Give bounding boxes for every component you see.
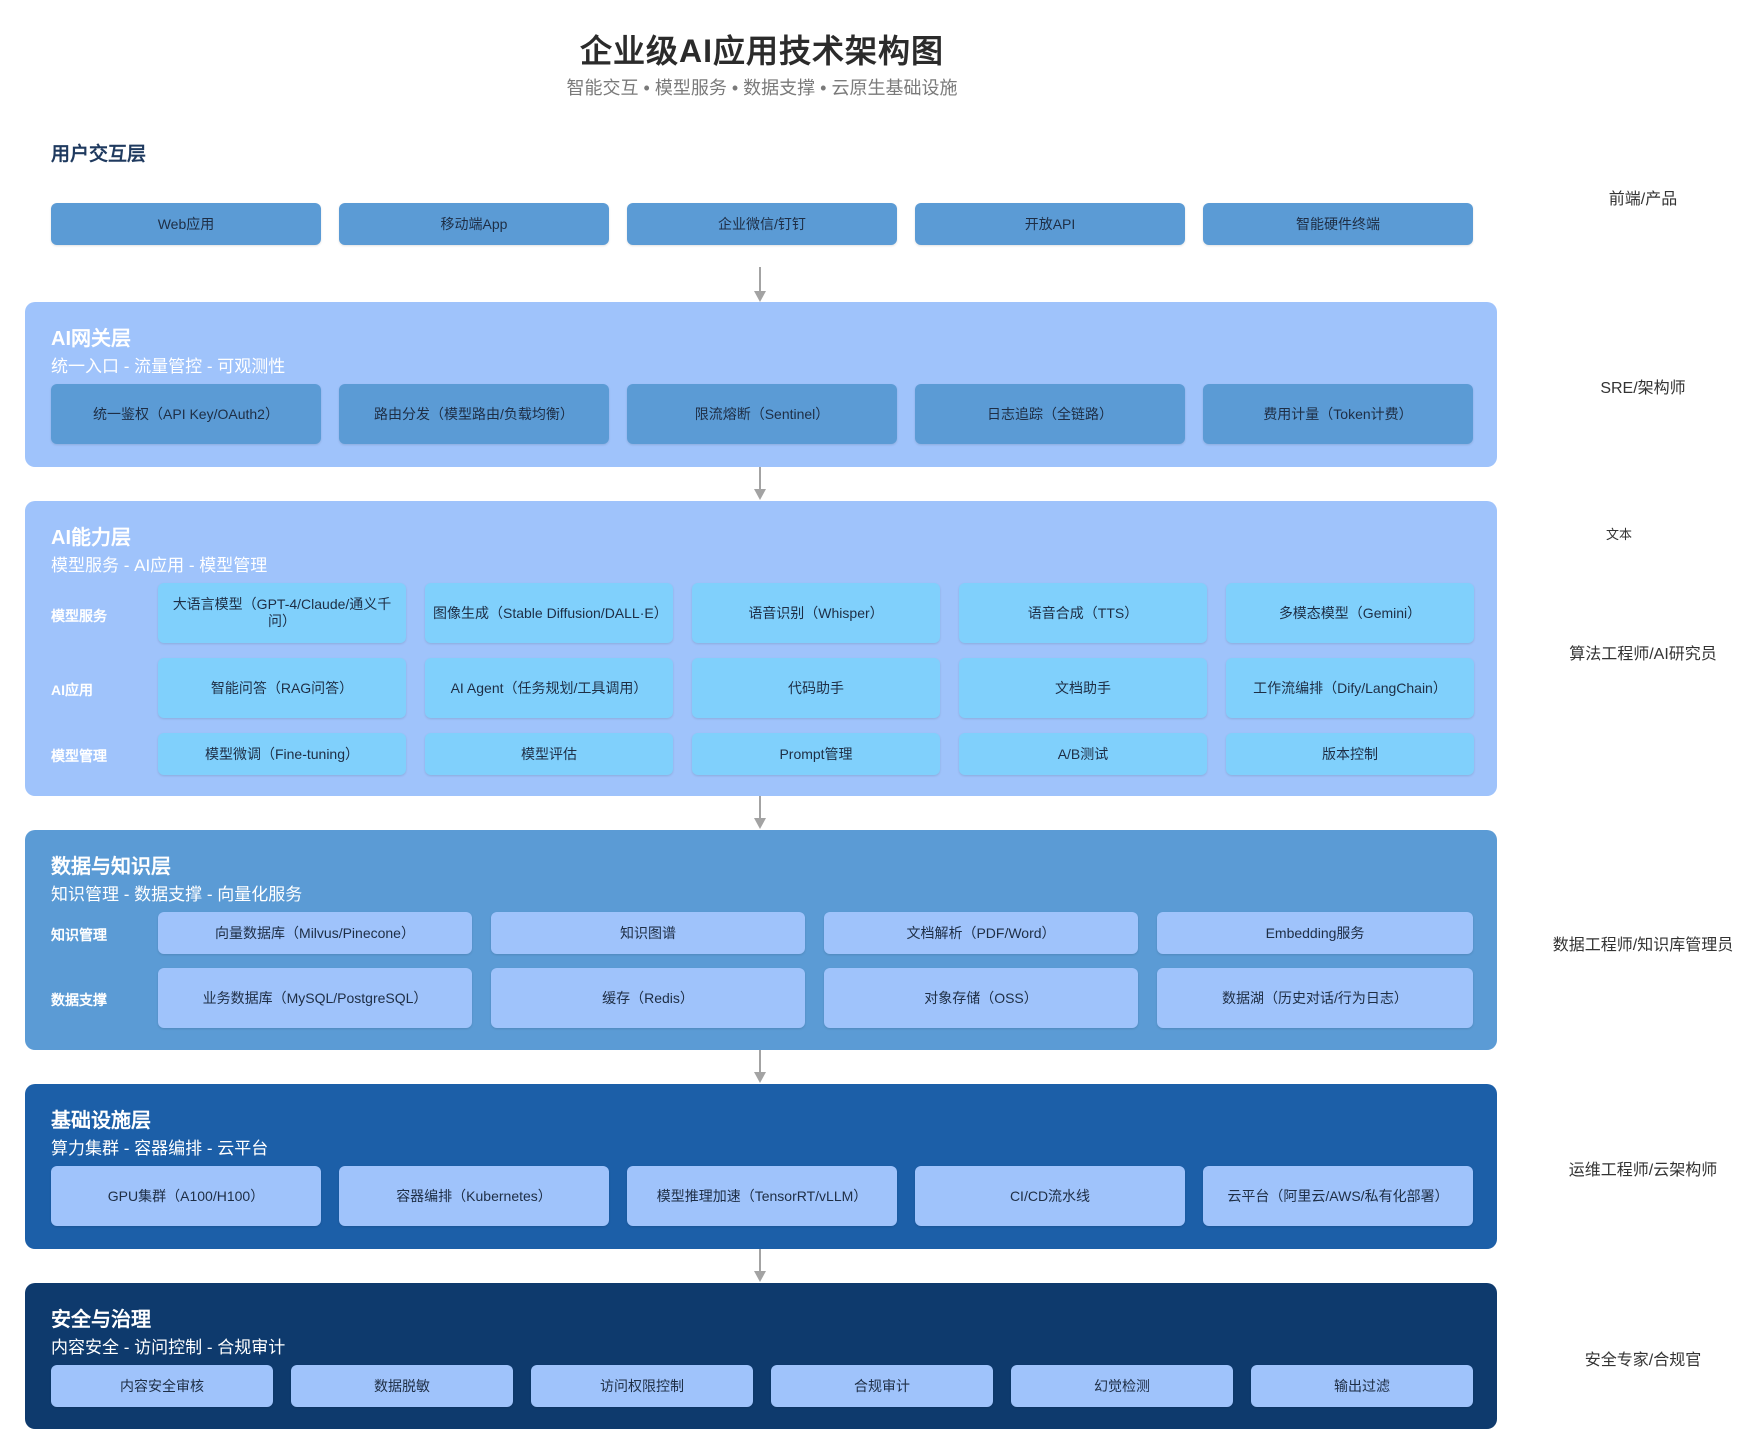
- cap-item-workflow: 工作流编排（Dify/LangChain）: [1226, 658, 1474, 718]
- arrow-4: [754, 1050, 766, 1084]
- role-capability-note: 文本: [1605, 527, 1632, 542]
- arrow-2: [754, 467, 766, 501]
- cap-item-code-assistant: 代码助手: [692, 658, 940, 718]
- layer-gateway-name: AI网关层: [51, 328, 131, 350]
- layer-security-name: 安全与治理: [51, 1309, 151, 1331]
- cap-item-rag: 智能问答（RAG问答）: [158, 658, 406, 718]
- user-item-mobile: 移动端App: [339, 203, 609, 245]
- cap-item-agent: AI Agent（任务规划/工具调用）: [425, 658, 673, 718]
- gateway-item-ratelimit: 限流熔断（Sentinel）: [627, 384, 897, 444]
- cap-item-tts: 语音合成（TTS）: [959, 583, 1207, 643]
- layer-capability-name: AI能力层: [51, 527, 131, 549]
- cap-item-image-gen: 图像生成（Stable Diffusion/DALL·E）: [425, 583, 673, 643]
- data-item-oss: 对象存储（OSS）: [824, 968, 1138, 1028]
- cap-item-doc-assistant: 文档助手: [959, 658, 1207, 718]
- user-item-wechat: 企业微信/钉钉: [627, 203, 897, 245]
- user-item-web: Web应用: [51, 203, 321, 245]
- role-data: 数据工程师/知识库管理员: [1552, 937, 1734, 954]
- layer-gateway: AI网关层 统一入口 - 流量管控 - 可观测性 统一鉴权（API Key/OA…: [25, 302, 1497, 467]
- infra-item-inference: 模型推理加速（TensorRT/vLLM）: [627, 1166, 897, 1226]
- layer-data-desc: 知识管理 - 数据支撑 - 向量化服务: [51, 885, 303, 904]
- infra-item-gpu: GPU集群（A100/H100）: [51, 1166, 321, 1226]
- cap-item-version: 版本控制: [1226, 733, 1474, 775]
- row-label-model-service: 模型服务: [51, 608, 107, 624]
- security-item-hallucination: 幻觉检测: [1011, 1365, 1233, 1407]
- diagram-subtitle: 智能交互 • 模型服务 • 数据支撑 • 云原生基础设施: [566, 78, 958, 98]
- layer-infra-desc: 算力集群 - 容器编排 - 云平台: [51, 1139, 269, 1158]
- layer-user-name: 用户交互层: [51, 144, 147, 165]
- layer-data-name: 数据与知识层: [51, 856, 171, 878]
- data-item-cache: 缓存（Redis）: [491, 968, 805, 1028]
- cap-item-llm: 大语言模型（GPT-4/Claude/通义千问）: [158, 583, 406, 643]
- security-item-masking: 数据脱敏: [291, 1365, 513, 1407]
- infra-item-cicd: CI/CD流水线: [915, 1166, 1185, 1226]
- infra-item-cloud: 云平台（阿里云/AWS/私有化部署）: [1203, 1166, 1473, 1226]
- user-item-hardware: 智能硬件终端: [1203, 203, 1473, 245]
- data-item-embedding: Embedding服务: [1157, 912, 1473, 954]
- cap-item-finetune: 模型微调（Fine-tuning）: [158, 733, 406, 775]
- cap-item-abtest: A/B测试: [959, 733, 1207, 775]
- security-item-output-filter: 输出过滤: [1251, 1365, 1473, 1407]
- row-label-ai-app: AI应用: [51, 682, 93, 698]
- data-item-datalake: 数据湖（历史对话/行为日志）: [1157, 968, 1473, 1028]
- data-item-bizdb: 业务数据库（MySQL/PostgreSQL）: [158, 968, 472, 1028]
- role-infra: 运维工程师/云架构师: [1568, 1162, 1718, 1179]
- layer-security-desc: 内容安全 - 访问控制 - 合规审计: [51, 1338, 286, 1357]
- layer-capability: AI能力层 模型服务 - AI应用 - 模型管理 模型服务 大语言模型（GPT-…: [25, 501, 1497, 796]
- gateway-item-tracing: 日志追踪（全链路）: [915, 384, 1185, 444]
- role-security: 安全专家/合规官: [1584, 1352, 1702, 1369]
- row-label-model-mgmt: 模型管理: [51, 748, 107, 764]
- security-item-access: 访问权限控制: [531, 1365, 753, 1407]
- gateway-item-auth: 统一鉴权（API Key/OAuth2）: [51, 384, 321, 444]
- infra-item-k8s: 容器编排（Kubernetes）: [339, 1166, 609, 1226]
- security-item-content: 内容安全审核: [51, 1365, 273, 1407]
- arrow-1: [754, 267, 766, 303]
- cap-item-asr: 语音识别（Whisper）: [692, 583, 940, 643]
- layer-gateway-desc: 统一入口 - 流量管控 - 可观测性: [51, 357, 286, 376]
- layer-capability-desc: 模型服务 - AI应用 - 模型管理: [51, 556, 268, 575]
- gateway-item-billing: 费用计量（Token计费）: [1203, 384, 1473, 444]
- diagram-title: 企业级AI应用技术架构图: [579, 33, 944, 69]
- role-capability: 算法工程师/AI研究员: [1569, 646, 1717, 663]
- arrow-5: [754, 1249, 766, 1283]
- data-item-vectordb: 向量数据库（Milvus/Pinecone）: [158, 912, 472, 954]
- cap-item-eval: 模型评估: [425, 733, 673, 775]
- role-gateway: SRE/架构师: [1600, 380, 1686, 397]
- role-user: 前端/产品: [1608, 191, 1678, 208]
- arrow-3: [754, 796, 766, 830]
- gateway-item-routing: 路由分发（模型路由/负载均衡）: [339, 384, 609, 444]
- data-item-kg: 知识图谱: [491, 912, 805, 954]
- layer-security: 安全与治理 内容安全 - 访问控制 - 合规审计 内容安全审核 数据脱敏 访问权…: [25, 1283, 1497, 1429]
- layer-data: 数据与知识层 知识管理 - 数据支撑 - 向量化服务 知识管理 向量数据库（Mi…: [25, 830, 1497, 1050]
- row-label-knowledge: 知识管理: [51, 927, 107, 943]
- layer-infra: 基础设施层 算力集群 - 容器编排 - 云平台 GPU集群（A100/H100）…: [25, 1084, 1497, 1249]
- cap-item-multimodal: 多模态模型（Gemini）: [1226, 583, 1474, 643]
- security-item-audit: 合规审计: [771, 1365, 993, 1407]
- data-item-docparse: 文档解析（PDF/Word）: [824, 912, 1138, 954]
- row-label-data-support: 数据支撑: [51, 992, 107, 1008]
- cap-item-prompt: Prompt管理: [692, 733, 940, 775]
- layer-infra-name: 基础设施层: [51, 1110, 151, 1132]
- user-item-api: 开放API: [915, 203, 1185, 245]
